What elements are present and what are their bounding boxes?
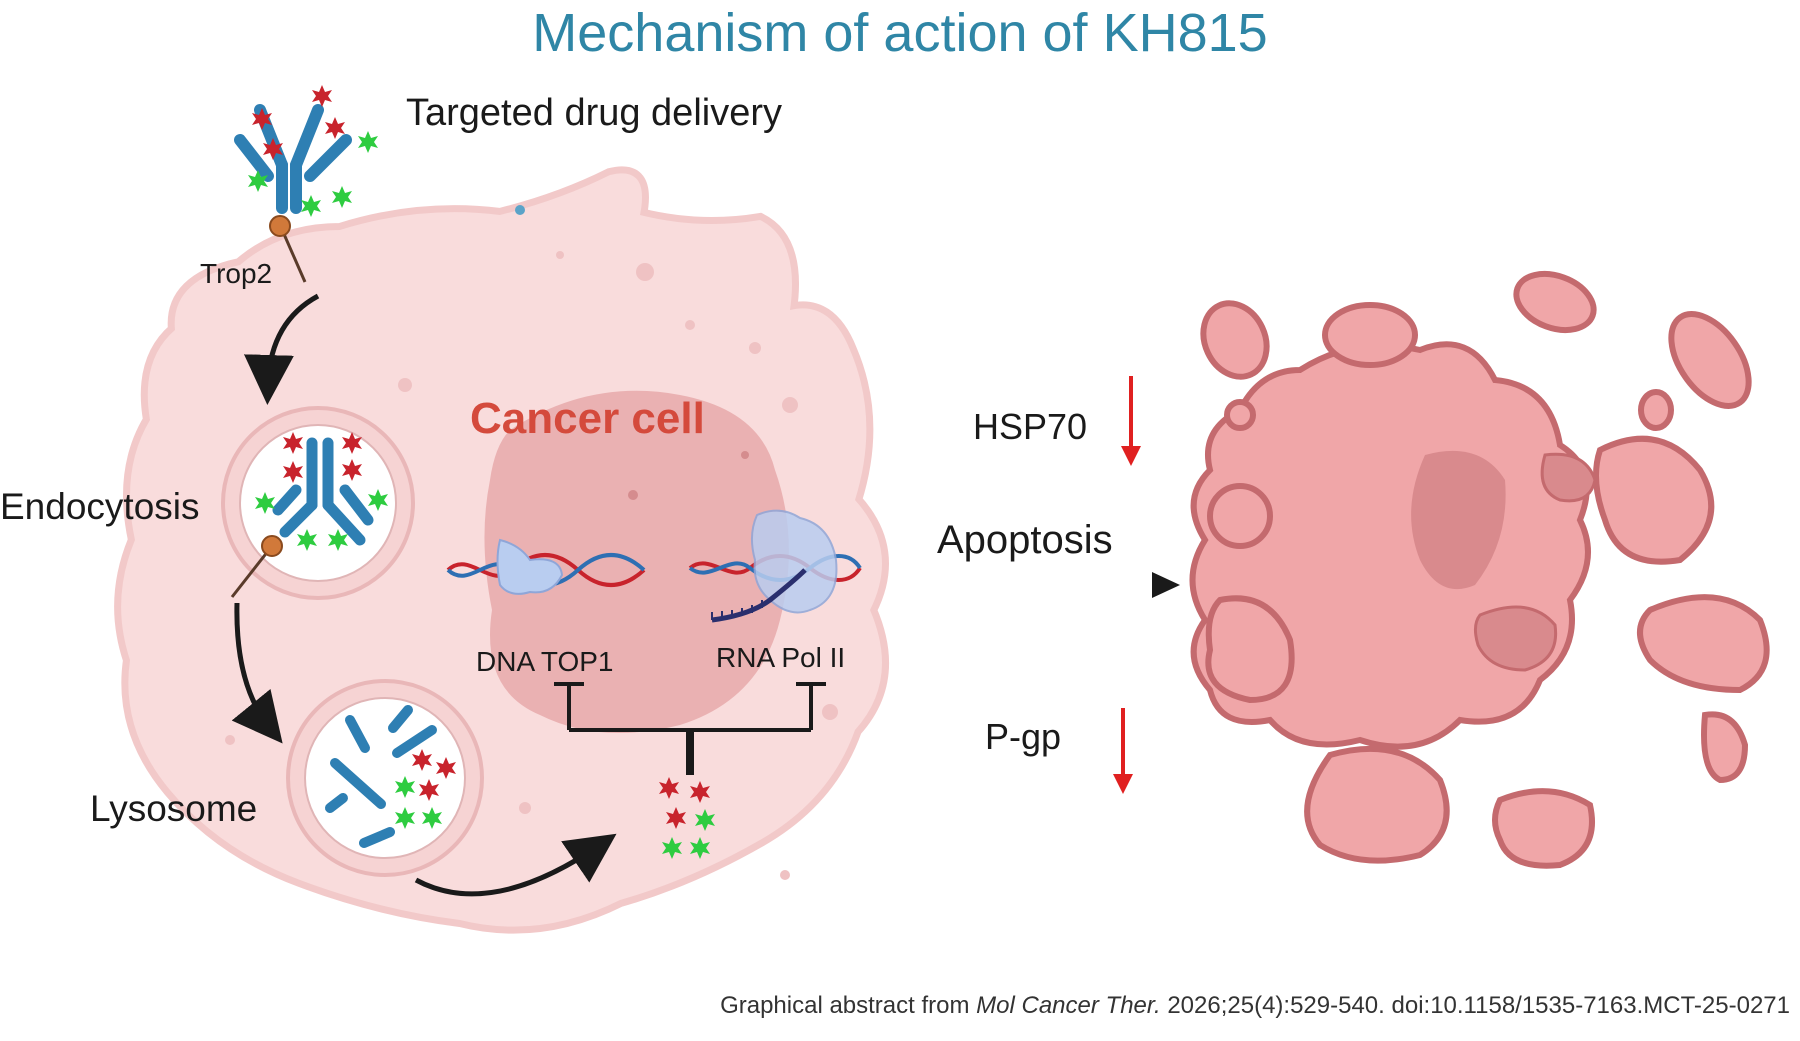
rna-pol2-label: RNA Pol II [716,642,846,673]
lysosome-label: Lysosome [90,788,258,829]
citation-journal: Mol Cancer Ther. [976,992,1161,1019]
diagram-title: Mechanism of action of KH815 [532,3,1268,63]
enzyme-icon [751,509,838,614]
lysosome [286,679,484,877]
arrow-to-endosome [243,293,320,405]
enzyme-icon [496,538,564,595]
inhibition-icon [554,682,826,775]
hsp70-label: HSP70 [973,406,1088,447]
cancer-cell-label: Cancer cell [470,394,705,443]
citation-suffix: 2026;25(4):529-540. doi:10.1158/1535-716… [1160,992,1790,1019]
endocytosis-label: Endocytosis [0,486,200,527]
down-arrow-icon [1113,708,1133,794]
endosome [221,406,415,600]
arrow-to-payload [414,833,617,897]
apoptosis-label: Apoptosis [937,518,1113,562]
trop2-label: Trop2 [200,258,273,289]
apoptotic-cell [1189,270,1770,869]
rna-pol-icon [688,509,862,623]
citation-prefix: Graphical abstract from [720,992,977,1019]
antibody-icon [234,85,378,283]
targeted-delivery-label: Targeted drug delivery [406,92,782,134]
citation: Graphical abstract from Mol Cancer Ther.… [720,992,1790,1020]
down-arrow-icon [1121,376,1141,466]
pgp-label: P-gp [985,716,1062,757]
apoptosis-arrowhead [1152,572,1180,598]
dna-top1-label: DNA TOP1 [476,646,614,677]
arrow-to-lysosome [231,602,283,744]
dna-helix-icon [446,538,646,595]
